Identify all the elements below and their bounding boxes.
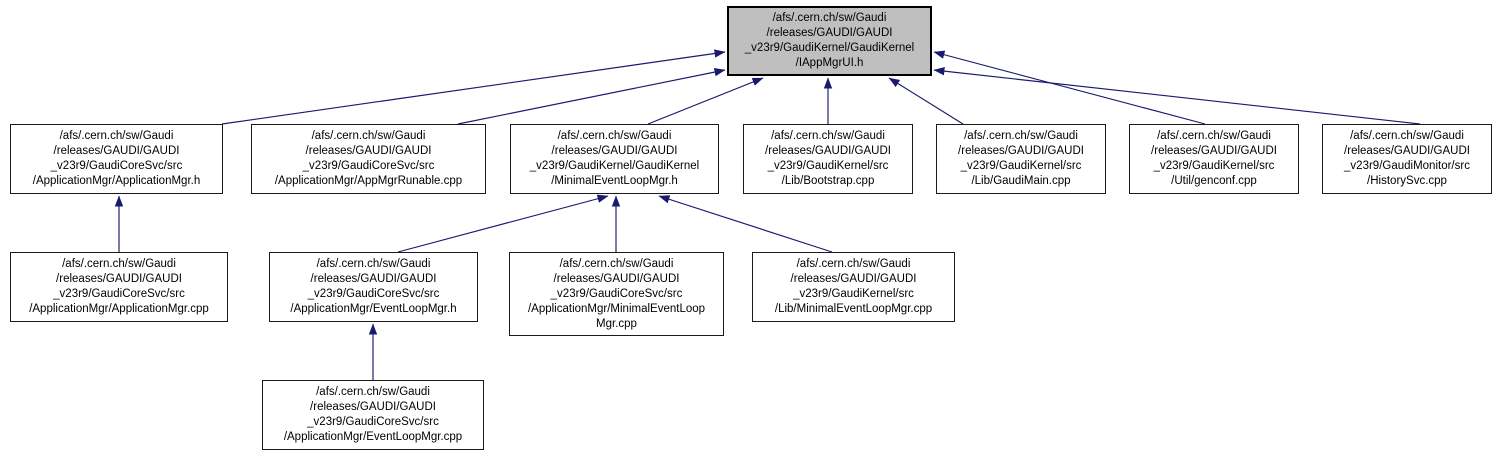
- include-edge-appmgrrunable_cpp-to-iappmgrui_h: [457, 67, 726, 125]
- include-edge-lib_minimaleventloopmgr_cpp-to-minimaleventloopmgr_h: [658, 195, 833, 253]
- include-edge-applicationmgr_h-to-iappmgrui_h: [221, 49, 726, 125]
- graph-node-eventloopmgr_cpp[interactable]: /afs/.cern.ch/sw/Gaudi/releases/GAUDI/GA…: [262, 380, 484, 450]
- include-edge-historysvc_cpp-to-iappmgrui_h: [933, 66, 1421, 125]
- node-label-line: /afs/.cern.ch/sw/Gaudi: [1157, 130, 1271, 142]
- node-label-line: /afs/.cern.ch/sw/Gaudi: [772, 12, 887, 24]
- node-label-line: _v23r9/GaudiKernel/src: [793, 288, 914, 300]
- node-label-line: _v23r9/GaudiKernel/src: [767, 160, 889, 172]
- node-label-line: /releases/GAUDI/GAUDI: [551, 145, 678, 157]
- node-label-line: /afs/.cern.ch/sw/Gaudi: [559, 257, 674, 270]
- node-label-line: /ApplicationMgr/ApplicationMgr.h: [32, 175, 201, 187]
- graph-node-eventloopmgr_h[interactable]: /afs/.cern.ch/sw/Gaudi/releases/GAUDI/GA…: [269, 252, 478, 322]
- node-label-line: /releases/GAUDI/GAUDI: [790, 273, 917, 285]
- node-label-line: /releases/GAUDI/GAUDI: [553, 272, 680, 285]
- node-label-line: /afs/.cern.ch/sw/Gaudi: [62, 258, 176, 270]
- include-edge-eventloopmgr_h-to-minimaleventloopmgr_h: [397, 194, 609, 253]
- graph-node-lib_minimaleventloopmgr_cpp[interactable]: /afs/.cern.ch/sw/Gaudi/releases/GAUDI/GA…: [752, 252, 955, 322]
- node-label-line: /releases/GAUDI/GAUDI: [53, 145, 180, 157]
- node-label-line: /afs/.cern.ch/sw/Gaudi: [316, 386, 430, 398]
- graph-node-iappmgrui_h: /afs/.cern.ch/sw/Gaudi/releases/GAUDI/GA…: [727, 6, 932, 76]
- node-label-line: /ApplicationMgr/MinimalEventLoop: [527, 302, 706, 315]
- graph-node-historysvc_cpp[interactable]: /afs/.cern.ch/sw/Gaudi/releases/GAUDI/GA…: [1322, 124, 1492, 194]
- node-label-line: _v23r9/GaudiKernel/GaudiKernel: [529, 160, 700, 172]
- node-label-line: _v23r9/GaudiCoreSvc/src: [550, 287, 683, 300]
- node-label-line: /Lib/MinimalEventLoopMgr.cpp: [774, 303, 933, 315]
- node-label-line: /IAppMgrUI.h: [795, 57, 864, 69]
- include-edge-minimaleventloopmgr_h-to-iappmgrui_h: [647, 77, 764, 125]
- node-label-line: /releases/GAUDI/GAUDI: [56, 273, 182, 285]
- node-label-line: /releases/GAUDI/GAUDI: [765, 145, 891, 157]
- node-label-line: /afs/.cern.ch/sw/Gaudi: [796, 258, 911, 270]
- node-label-line: /ApplicationMgr/EventLoopMgr.h: [290, 303, 457, 315]
- node-label-line: /afs/.cern.ch/sw/Gaudi: [964, 130, 1078, 142]
- graph-node-appmgrrunable_cpp[interactable]: /afs/.cern.ch/sw/Gaudi/releases/GAUDI/GA…: [251, 124, 486, 194]
- node-label-line: /releases/GAUDI/GAUDI: [305, 145, 432, 157]
- include-edge-genconf_cpp-to-iappmgrui_h: [933, 50, 1206, 125]
- graph-node-minimaleventloopmgr_h[interactable]: /afs/.cern.ch/sw/Gaudi/releases/GAUDI/GA…: [510, 124, 719, 194]
- node-label-line: _v23r9/GaudiCoreSvc/src: [307, 416, 439, 428]
- include-edge-gaudimain_cpp-to-iappmgrui_h: [888, 77, 964, 125]
- node-label-line: /afs/.cern.ch/sw/Gaudi: [1350, 130, 1464, 142]
- node-label-line: /releases/GAUDI/GAUDI: [958, 145, 1084, 157]
- graph-node-applicationmgr_h[interactable]: /afs/.cern.ch/sw/Gaudi/releases/GAUDI/GA…: [10, 124, 223, 194]
- graph-node-minimaleventloopmgr_cpp_coresvc[interactable]: /afs/.cern.ch/sw/Gaudi/releases/GAUDI/GA…: [509, 252, 724, 336]
- node-label-line: _v23r9/GaudiKernel/src: [960, 160, 1082, 172]
- node-label-line: /afs/.cern.ch/sw/Gaudi: [316, 258, 431, 270]
- node-label-line: /afs/.cern.ch/sw/Gaudi: [59, 130, 174, 142]
- node-label-line: /releases/GAUDI/GAUDI: [310, 273, 437, 285]
- node-label-line: /ApplicationMgr/ApplicationMgr.cpp: [29, 303, 209, 315]
- node-label-line: _v23r9/GaudiKernel/src: [1153, 160, 1275, 172]
- node-label-line: Mgr.cpp: [596, 317, 637, 330]
- node-label-line: _v23r9/GaudiCoreSvc/src: [307, 288, 440, 300]
- node-label-line: _v23r9/GaudiCoreSvc/src: [302, 160, 435, 172]
- node-label-line: /MinimalEventLoopMgr.h: [551, 175, 678, 187]
- node-label-line: /Util/genconf.cpp: [1171, 175, 1257, 187]
- node-label-line: /Lib/GaudiMain.cpp: [971, 175, 1071, 187]
- node-label-line: _v23r9/GaudiCoreSvc/src: [50, 160, 183, 172]
- node-label-line: _v23r9/GaudiCoreSvc/src: [53, 288, 185, 300]
- node-label-line: /ApplicationMgr/EventLoopMgr.cpp: [283, 431, 463, 443]
- node-label-line: /HistorySvc.cpp: [1367, 175, 1447, 187]
- node-label-line: /releases/GAUDI/GAUDI: [310, 401, 436, 413]
- node-label-line: /Lib/Bootstrap.cpp: [781, 175, 875, 187]
- node-label-line: /releases/GAUDI/GAUDI: [1151, 145, 1277, 157]
- node-label-line: /afs/.cern.ch/sw/Gaudi: [557, 130, 672, 142]
- node-label-line: _v23r9/GaudiMonitor/src: [1344, 160, 1470, 172]
- node-label-line: /ApplicationMgr/AppMgrRunable.cpp: [274, 175, 463, 187]
- graph-node-applicationmgr_cpp[interactable]: /afs/.cern.ch/sw/Gaudi/releases/GAUDI/GA…: [10, 252, 228, 322]
- graph-node-gaudimain_cpp[interactable]: /afs/.cern.ch/sw/Gaudi/releases/GAUDI/GA…: [936, 124, 1106, 194]
- node-label-line: /afs/.cern.ch/sw/Gaudi: [771, 130, 885, 142]
- node-label-line: /releases/GAUDI/GAUDI: [766, 27, 893, 39]
- graph-node-bootstrap_cpp[interactable]: /afs/.cern.ch/sw/Gaudi/releases/GAUDI/GA…: [743, 124, 913, 194]
- node-label-line: /afs/.cern.ch/sw/Gaudi: [311, 130, 426, 142]
- node-label-line: /releases/GAUDI/GAUDI: [1344, 145, 1470, 157]
- graph-node-genconf_cpp[interactable]: /afs/.cern.ch/sw/Gaudi/releases/GAUDI/GA…: [1129, 124, 1299, 194]
- node-label-line: _v23r9/GaudiKernel/GaudiKernel: [744, 42, 915, 54]
